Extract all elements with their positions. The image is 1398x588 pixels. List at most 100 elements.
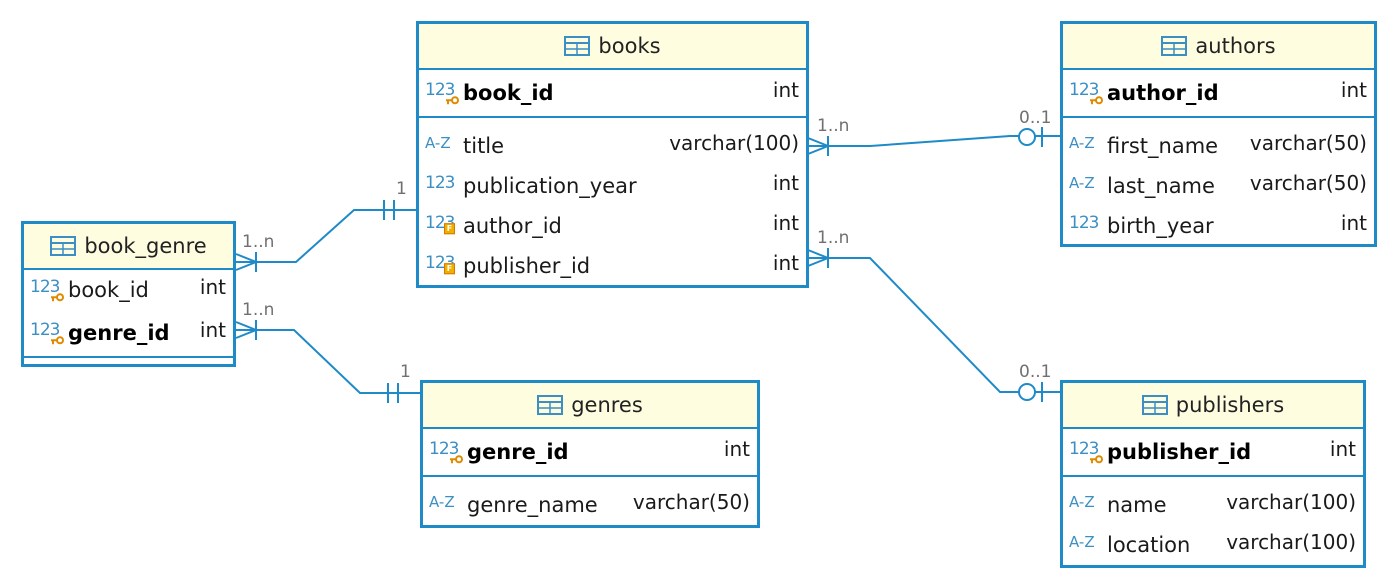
column-name: birth_year bbox=[1107, 214, 1214, 238]
column-type: int bbox=[772, 251, 799, 276]
entity-header[interactable]: books bbox=[419, 24, 806, 70]
entity-header[interactable]: genres bbox=[423, 383, 757, 429]
type-glyph: A-Z bbox=[1069, 493, 1095, 512]
column-type: varchar(50) bbox=[632, 490, 750, 515]
column-name: publisher_id bbox=[1107, 440, 1252, 464]
double-bar-books bbox=[383, 200, 395, 220]
numeric-icon: 123 bbox=[1069, 80, 1103, 105]
entity-header[interactable]: book_genre bbox=[24, 224, 233, 270]
key-icon bbox=[1089, 91, 1103, 105]
text-icon: A-Z bbox=[1069, 173, 1103, 195]
text-icon: A-Z bbox=[1069, 133, 1103, 155]
numeric-icon: 123 bbox=[429, 439, 463, 464]
section-spacer bbox=[423, 477, 757, 485]
column-type: int bbox=[199, 318, 226, 343]
type-glyph: A-Z bbox=[1069, 533, 1095, 552]
column-type: varchar(100) bbox=[1226, 490, 1356, 515]
type-glyph: 123 bbox=[1069, 213, 1099, 234]
column-name: author_id bbox=[1107, 81, 1219, 105]
column-name: publisher_id bbox=[463, 254, 591, 278]
column-name: genre_name bbox=[467, 493, 598, 517]
card-books-authors-to: 0..1 bbox=[1019, 108, 1052, 128]
numeric-icon: 123 bbox=[30, 277, 64, 302]
type-glyph: 123 bbox=[30, 320, 60, 341]
text-icon: A-Z bbox=[1069, 492, 1103, 514]
table-icon bbox=[1161, 36, 1188, 56]
column-name: title bbox=[463, 134, 505, 158]
column-type: varchar(50) bbox=[1249, 131, 1367, 156]
key-icon bbox=[50, 331, 64, 345]
column-name: first_name bbox=[1107, 134, 1219, 158]
relation-bookgenre-genres[interactable] bbox=[236, 329, 420, 394]
column-type: varchar(100) bbox=[1226, 530, 1356, 555]
section-spacer bbox=[24, 358, 233, 366]
optional-circle-publishers bbox=[1018, 383, 1036, 401]
type-glyph: A-Z bbox=[429, 493, 455, 512]
card-books-authors-from: 1..n bbox=[817, 116, 850, 136]
column-type: varchar(50) bbox=[1249, 171, 1367, 196]
card-bookgenre-books-to: 1 bbox=[396, 179, 407, 199]
numeric-icon: 123 bbox=[1069, 213, 1103, 235]
key-icon bbox=[50, 288, 64, 302]
text-icon: A-Z bbox=[429, 492, 463, 514]
type-glyph: 123 bbox=[1069, 80, 1099, 101]
column-type: varchar(100) bbox=[669, 131, 799, 156]
key-icon bbox=[449, 450, 463, 464]
card-bookgenre-books-from: 1..n bbox=[242, 232, 275, 252]
type-glyph: 123 bbox=[425, 173, 455, 194]
text-icon: A-Z bbox=[425, 133, 459, 155]
crowfoot-bookgenre-genres bbox=[235, 320, 259, 340]
column-name: genre_id bbox=[68, 321, 170, 345]
column-name: book_id bbox=[68, 278, 149, 302]
table-icon bbox=[50, 236, 77, 256]
key-icon bbox=[445, 91, 459, 105]
type-glyph: 123 bbox=[1069, 439, 1099, 460]
column-type: int bbox=[772, 78, 799, 103]
optional-circle-authors bbox=[1018, 128, 1036, 146]
foreign-key-icon: F bbox=[444, 223, 455, 235]
numeric-icon: 123 bbox=[1069, 439, 1103, 464]
foreign-key-icon: F bbox=[444, 263, 455, 275]
entity-header[interactable]: authors bbox=[1063, 24, 1374, 70]
section-spacer bbox=[1063, 477, 1363, 485]
crowfoot-books-authors bbox=[807, 136, 831, 156]
column-name: publication_year bbox=[463, 174, 637, 198]
table-icon bbox=[1141, 395, 1168, 415]
column-row[interactable]: A-Z genre_name varchar(50) bbox=[423, 485, 757, 525]
section-spacer bbox=[1063, 118, 1374, 126]
crowfoot-bookgenre-books bbox=[235, 252, 259, 272]
text-icon: A-Z bbox=[1069, 532, 1103, 554]
type-glyph: 123 bbox=[429, 439, 459, 460]
entity-header[interactable]: publishers bbox=[1063, 383, 1363, 429]
section-spacer bbox=[419, 118, 806, 126]
card-bookgenre-genres-to: 1 bbox=[400, 362, 411, 382]
entity-title: books bbox=[598, 34, 661, 58]
numeric-icon: 123 bbox=[425, 80, 459, 105]
type-glyph: A-Z bbox=[1069, 174, 1095, 193]
column-row[interactable]: 123 genre_id int bbox=[24, 310, 233, 358]
table-icon bbox=[564, 36, 591, 56]
column-name: genre_id bbox=[467, 440, 569, 464]
column-type: int bbox=[772, 211, 799, 236]
double-bar-genres bbox=[387, 383, 399, 403]
